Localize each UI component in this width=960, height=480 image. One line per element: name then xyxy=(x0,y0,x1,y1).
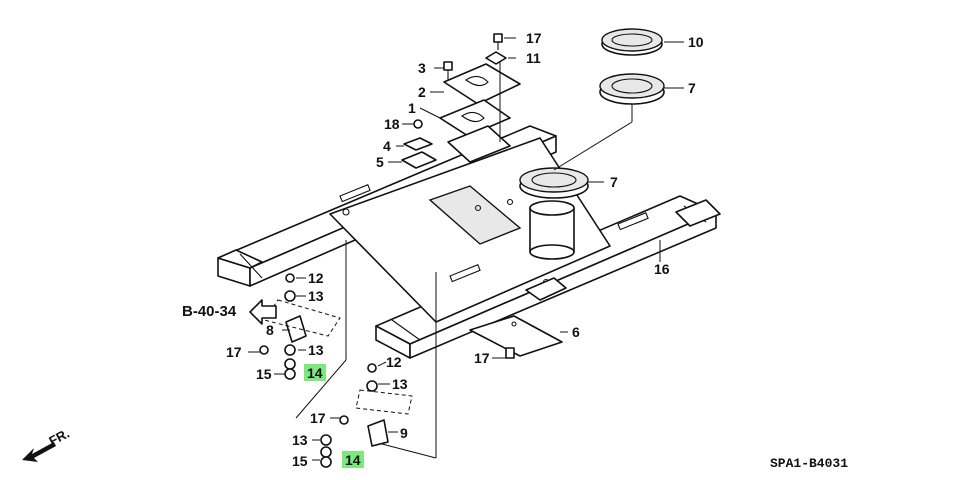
nut-14-a xyxy=(284,358,296,370)
callout-7-lower: 7 xyxy=(610,174,618,190)
bolt-3 xyxy=(443,61,453,80)
callout-1: 1 xyxy=(408,100,416,116)
nut-14-b xyxy=(320,446,332,458)
front-arrow-icon xyxy=(22,442,56,462)
callout-12-a: 12 xyxy=(308,270,324,286)
part-6-plate xyxy=(469,315,563,357)
screw-12-a xyxy=(285,273,295,283)
washer-13-b xyxy=(284,344,296,356)
callout-18: 18 xyxy=(384,116,400,132)
nut-15-a xyxy=(284,368,296,380)
callout-14-a: 14 xyxy=(307,365,323,381)
section-ref-label: B-40-34 xyxy=(182,303,237,320)
callout-13-b: 13 xyxy=(308,342,324,358)
callout-4: 4 xyxy=(383,138,391,154)
callout-11: 11 xyxy=(526,50,541,66)
callout-17-b: 17 xyxy=(226,344,242,360)
bracket-9 xyxy=(367,419,389,447)
bearing-lower xyxy=(519,167,589,199)
callout-16: 16 xyxy=(654,261,670,277)
bracket-8 xyxy=(285,315,307,343)
bolt-17-b xyxy=(259,345,269,355)
callout-9: 9 xyxy=(400,425,408,441)
washer-13-a xyxy=(284,290,296,302)
bearing-upper xyxy=(599,73,665,105)
leader-lines xyxy=(248,37,684,461)
diagram-code: SPA1-B4031 xyxy=(770,456,848,471)
hollow-arrow-icon xyxy=(249,299,277,325)
callout-15-a: 15 xyxy=(256,366,272,382)
clip-11 xyxy=(485,51,507,65)
callout-5: 5 xyxy=(376,154,384,170)
callout-2: 2 xyxy=(418,84,426,100)
callout-10: 10 xyxy=(688,34,704,50)
washer-13-c xyxy=(366,380,378,392)
callout-17: 17 xyxy=(526,30,542,46)
bolt-18 xyxy=(413,119,423,129)
callout-14-b: 14 xyxy=(345,452,361,468)
bolt-17-c xyxy=(339,415,349,425)
callout-6: 6 xyxy=(572,324,580,340)
callout-13-a: 13 xyxy=(308,288,324,304)
callout-17-plate: 17 xyxy=(474,350,490,366)
washer-13-d xyxy=(320,434,332,446)
front-indicator: FR. xyxy=(22,426,72,462)
callout-13-d: 13 xyxy=(292,432,308,448)
callout-13-c: 13 xyxy=(392,376,408,392)
highlight-14-a xyxy=(304,364,326,381)
screw-12-b xyxy=(367,363,377,373)
callout-15-b: 15 xyxy=(292,453,308,469)
callout-labels: 17 11 3 2 1 18 4 5 10 7 7 16 6 17 12 13 … xyxy=(226,30,704,469)
callout-8: 8 xyxy=(266,322,274,338)
section-reference: B-40-34 xyxy=(182,299,277,325)
callout-12-b: 12 xyxy=(386,354,402,370)
callout-3: 3 xyxy=(418,60,426,76)
nut-15-b xyxy=(320,456,332,468)
highlight-14-b xyxy=(342,451,364,468)
ring-10 xyxy=(601,28,663,56)
bolt-17-d xyxy=(505,347,515,359)
part-5-block xyxy=(401,151,437,169)
callout-17-c: 17 xyxy=(310,410,326,426)
bolt-17-top xyxy=(493,33,503,50)
plate-stack xyxy=(439,63,521,163)
callout-7-upper: 7 xyxy=(688,80,696,96)
part-4-block xyxy=(403,137,433,151)
